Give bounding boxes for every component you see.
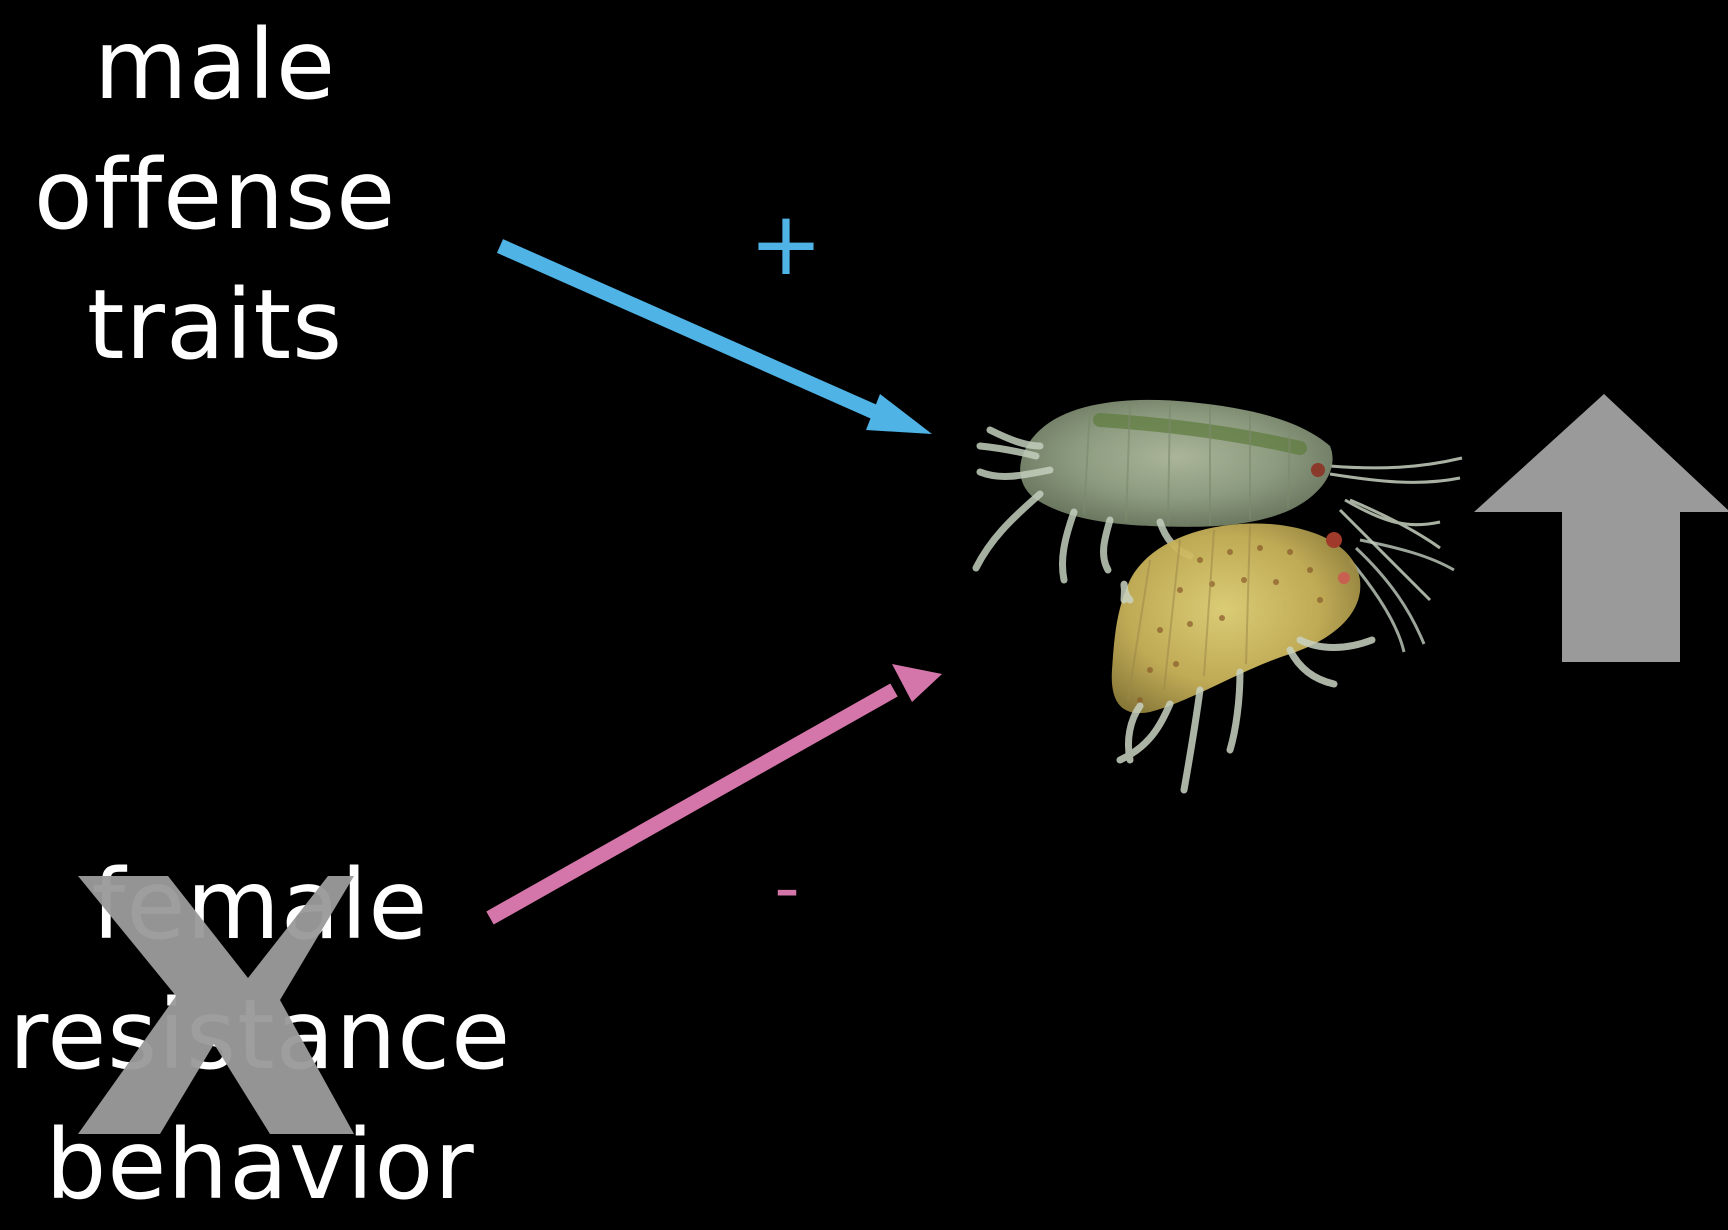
slide: male offense traits female resistance be… — [0, 0, 1728, 1216]
x-cross-icon — [0, 0, 1728, 1216]
